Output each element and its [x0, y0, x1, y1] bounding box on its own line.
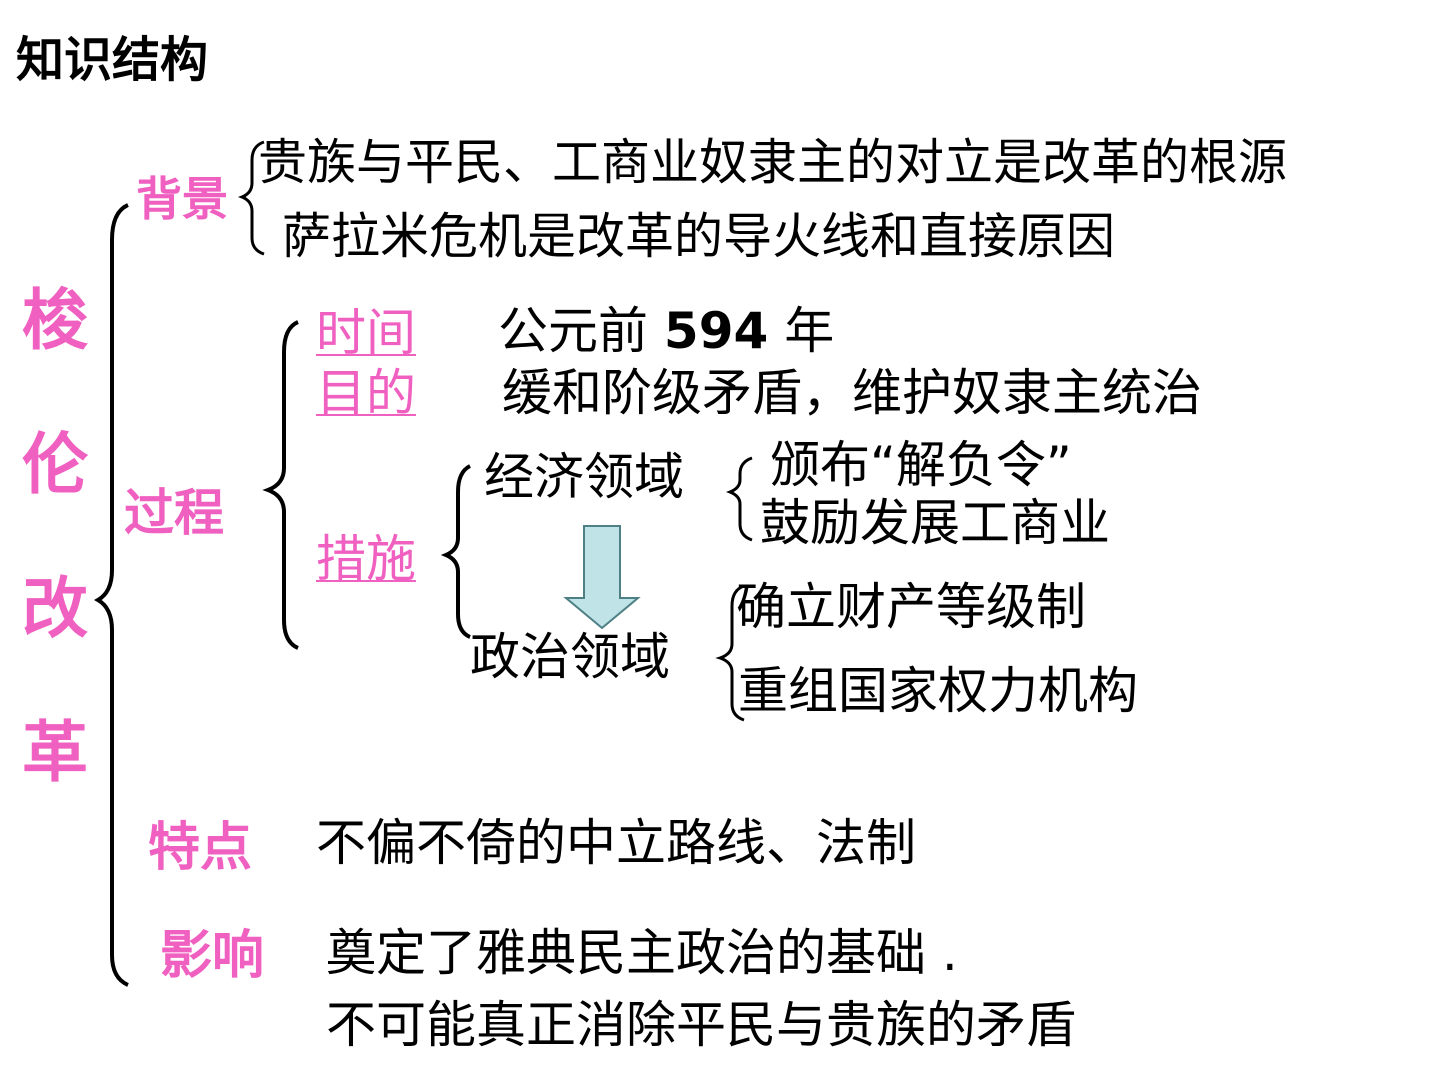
- economic-item-2: 鼓励发展工商业: [760, 494, 1110, 552]
- purpose-text: 缓和阶级矛盾，维护奴隶主统治: [502, 364, 1202, 422]
- topic-char-1: 梭: [22, 282, 88, 359]
- process-label: 过程: [124, 484, 224, 542]
- measures-brace: [440, 464, 472, 639]
- features-label: 特点: [148, 818, 253, 878]
- background-item-2: 萨拉米危机是改革的导火线和直接原因: [282, 208, 1116, 265]
- economic-brace: [725, 456, 753, 542]
- background-label: 背景: [136, 172, 228, 226]
- background-brace: [237, 140, 265, 256]
- main-brace: [93, 203, 129, 987]
- topic-char-3: 改: [22, 570, 88, 647]
- features-text: 不偏不倚的中立路线、法制: [316, 814, 916, 872]
- down-arrow: [563, 525, 641, 630]
- background-item-1: 贵族与平民、工商业奴隶主的对立是改革的根源: [258, 134, 1288, 191]
- time-year: 594: [663, 302, 769, 360]
- process-brace: [262, 320, 299, 650]
- time-suffix: 年: [784, 302, 835, 360]
- influence-item-1: 奠定了雅典民主政治的基础 .: [326, 924, 958, 982]
- time-prefix: 公元前: [498, 302, 648, 360]
- economic-label: 经济领域: [484, 448, 684, 506]
- economic-item-1: 颁布“解负令”: [770, 436, 1072, 494]
- purpose-label: 目的: [316, 364, 416, 422]
- political-brace: [715, 584, 745, 722]
- time-label: 时间: [316, 304, 416, 362]
- time-value: 公元前 594 年: [498, 306, 834, 356]
- measures-label: 措施: [316, 530, 416, 588]
- influence-item-2: 不可能真正消除平民与贵族的矛盾: [326, 996, 1076, 1054]
- influence-label: 影响: [160, 926, 265, 986]
- topic-char-4: 革: [22, 714, 88, 791]
- political-item-2: 重组国家权力机构: [738, 662, 1138, 720]
- topic-char-2: 伦: [22, 426, 88, 503]
- political-item-1: 确立财产等级制: [736, 578, 1086, 636]
- political-label: 政治领域: [470, 628, 670, 686]
- page-title: 知识结构: [16, 32, 209, 88]
